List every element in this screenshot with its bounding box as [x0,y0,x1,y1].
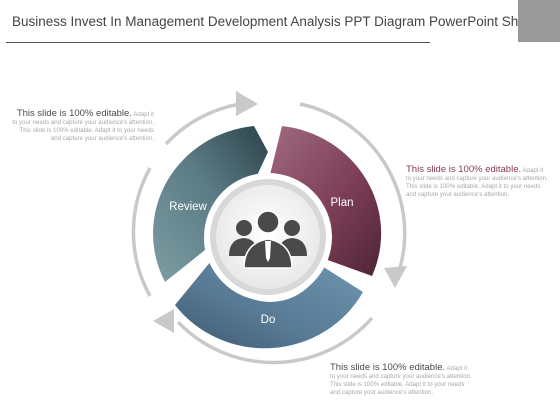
note-bottom-body: Adapt it to your needs and capture your … [330,365,472,396]
note-left: This slide is 100% editable. Adapt it to… [12,108,154,143]
arrowhead-left-icon [153,309,174,333]
outer-arc-bottom [176,316,374,365]
segment-review [153,126,268,282]
outer-arc-top [164,102,241,146]
corner-decoration [518,0,560,42]
segment-plan [268,126,382,276]
outer-arrow-ring [131,102,407,365]
slide-title: Business Invest In Management Developmen… [12,14,536,29]
arrowhead-right-icon [384,266,407,288]
label-plan: Plan [330,197,353,209]
note-right-body: Adapt it to your needs and capture your … [406,167,548,198]
note-left-body: Adapt it to your needs and capture your … [12,111,154,142]
outer-arc-left [131,167,152,297]
note-left-headline: This slide is 100% editable. [16,108,132,119]
note-bottom-headline: This slide is 100% editable. [330,362,446,373]
team-people-icon [229,210,307,269]
center-disc [216,185,320,289]
note-bottom: This slide is 100% editable. Adapt it to… [330,362,472,397]
title-divider [6,42,430,43]
label-review: Review [169,201,207,213]
note-right: This slide is 100% editable. Adapt it to… [406,164,548,199]
outer-arc-right [299,102,407,269]
note-right-headline: This slide is 100% editable. [406,164,522,175]
label-do: Do [261,314,276,326]
arrowhead-top-icon [236,91,258,116]
